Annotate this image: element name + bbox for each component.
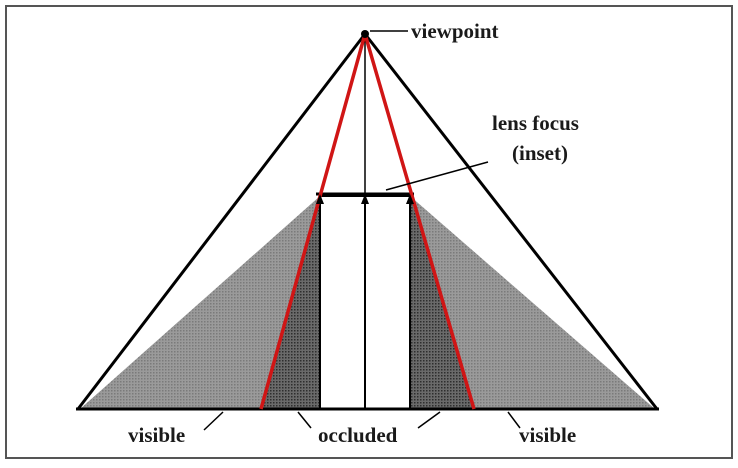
lens-frustum-right-edge bbox=[363, 33, 476, 410]
view-frustum-right-edge bbox=[363, 33, 659, 410]
lens-focus-label: lens focus bbox=[492, 111, 579, 135]
visible-right-leader bbox=[507, 411, 521, 429]
visible-region-right bbox=[410, 196, 655, 409]
occluded-left-leader bbox=[297, 411, 312, 429]
lens-frustum-left-edge bbox=[259, 33, 367, 410]
visible-left-label: visible bbox=[128, 423, 185, 447]
visible-right-label: visible bbox=[519, 423, 576, 447]
occluded-label: occluded bbox=[318, 423, 398, 447]
viewpoint-label: viewpoint bbox=[411, 19, 499, 43]
lens-focus-leader bbox=[385, 161, 489, 191]
visible-region-left bbox=[80, 196, 320, 409]
visible-left-leader bbox=[203, 411, 224, 431]
lens-marker-left bbox=[316, 194, 324, 204]
lens-marker-center bbox=[361, 194, 369, 204]
lens-marker-right bbox=[406, 194, 414, 204]
occluded-right-leader bbox=[417, 411, 441, 429]
diagram-frame bbox=[5, 5, 733, 459]
lens-focus-inset-label: (inset) bbox=[512, 141, 568, 165]
view-frustum-left-edge bbox=[76, 33, 367, 410]
viewpoint-dot bbox=[361, 30, 369, 38]
